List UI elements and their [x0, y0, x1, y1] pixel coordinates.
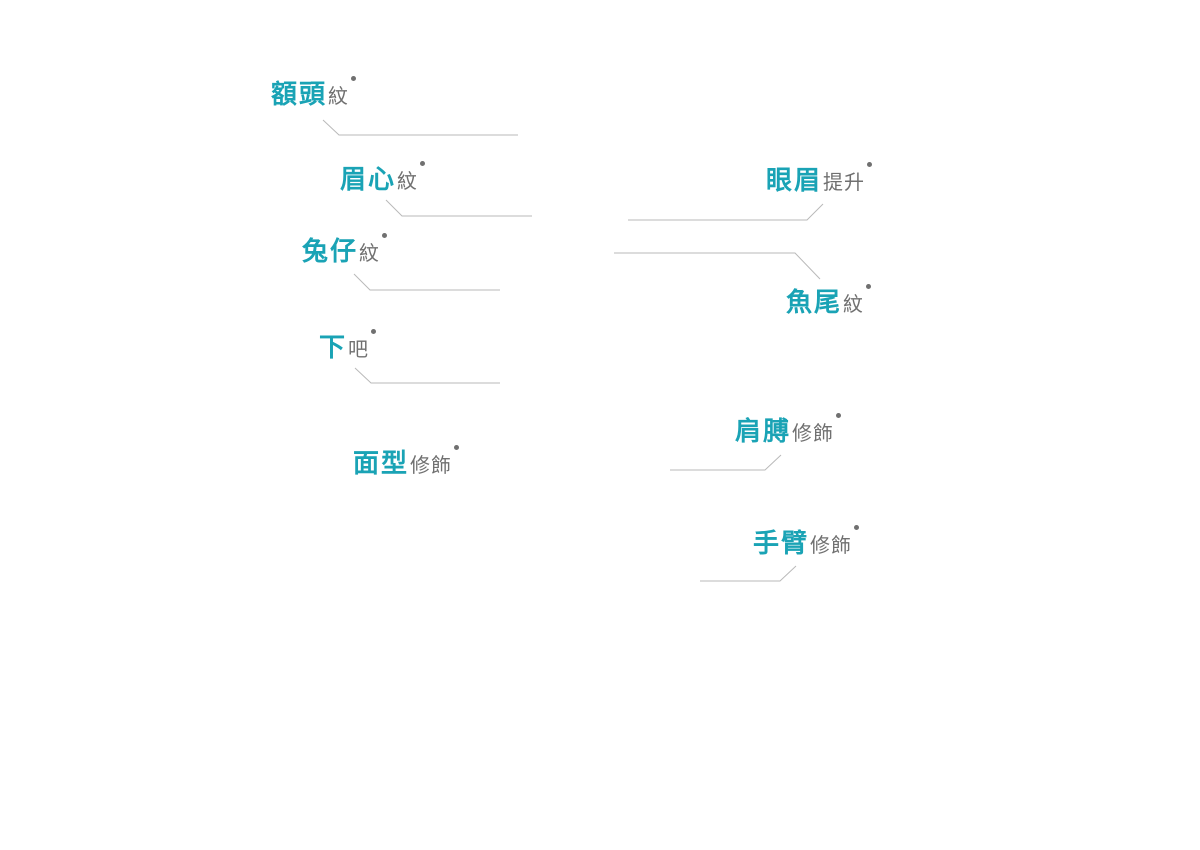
leader-line-brow-lift: [628, 203, 824, 221]
label-brow-lift[interactable]: 眼眉提升: [766, 162, 873, 196]
label-main: 兔仔: [302, 237, 359, 267]
label-main: 魚尾: [786, 288, 843, 318]
label-forehead-lines[interactable]: 額頭紋: [271, 76, 357, 110]
label-main: 肩膊: [735, 417, 792, 447]
label-arm-contouring[interactable]: 手臂修飾: [753, 525, 860, 559]
label-face-contouring[interactable]: 面型修飾: [353, 445, 460, 479]
leader-line-forehead: [322, 119, 518, 136]
label-sub: 提升: [823, 170, 866, 194]
label-main: 下: [319, 333, 348, 363]
dot-marker-icon: [371, 329, 377, 334]
leader-line-glabella: [385, 199, 532, 217]
label-bunny-lines[interactable]: 兔仔紋: [302, 233, 388, 267]
leader-line-arm: [700, 565, 797, 582]
dot-marker-icon: [866, 284, 872, 289]
label-sub: 紋: [397, 169, 419, 193]
dot-marker-icon: [454, 445, 460, 450]
label-main: 額頭: [271, 80, 328, 110]
label-main: 眉心: [340, 165, 397, 195]
label-chin[interactable]: 下吧: [319, 329, 377, 363]
label-sub: 吧: [348, 337, 370, 361]
label-sub: 紋: [843, 292, 865, 316]
label-main: 面型: [353, 449, 410, 479]
dot-marker-icon: [351, 76, 357, 81]
leader-line-shoulder: [670, 454, 782, 471]
leader-line-crows-feet: [614, 252, 821, 280]
dot-marker-icon: [854, 525, 860, 530]
label-sub: 修飾: [810, 533, 853, 557]
label-crows-feet[interactable]: 魚尾紋: [786, 284, 872, 318]
label-shoulder-contouring[interactable]: 肩膊修飾: [735, 413, 842, 447]
dot-marker-icon: [867, 162, 873, 167]
label-glabella-lines[interactable]: 眉心紋: [340, 161, 426, 195]
leader-line-chin: [354, 367, 500, 384]
label-main: 眼眉: [766, 166, 823, 196]
dot-marker-icon: [836, 413, 842, 418]
dot-marker-icon: [382, 233, 388, 238]
label-sub: 修飾: [792, 421, 835, 445]
dot-marker-icon: [420, 161, 426, 166]
label-sub: 紋: [359, 241, 381, 265]
leader-line-bunny: [353, 273, 500, 291]
label-sub: 紋: [328, 84, 350, 108]
label-sub: 修飾: [410, 453, 453, 477]
label-main: 手臂: [753, 529, 810, 559]
